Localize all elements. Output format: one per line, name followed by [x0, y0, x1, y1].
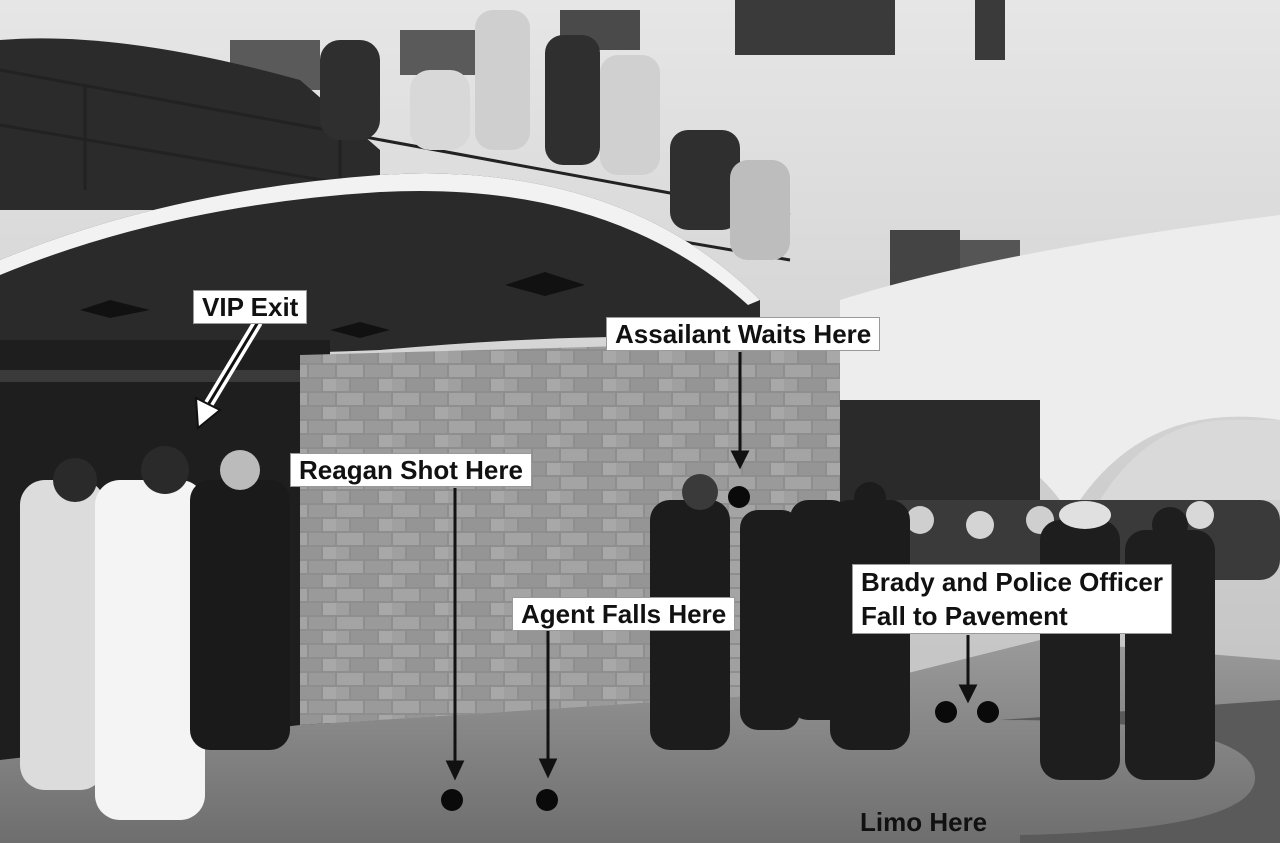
- brady-position-dot: [935, 701, 957, 723]
- agent-arrow: [538, 628, 558, 779]
- agent-position-dot: [536, 789, 558, 811]
- assailant-label: Assailant Waits Here: [606, 317, 881, 351]
- hedge: [0, 38, 380, 211]
- assailant-position-dot: [728, 486, 750, 508]
- right-canopy: [840, 215, 1280, 500]
- foreground-people-left: [20, 446, 290, 820]
- pavement: [0, 640, 1280, 843]
- limo-label: Limo Here: [860, 807, 988, 837]
- brady-label: Brady and Police Officer Fall to Pavemen…: [852, 564, 1172, 634]
- reagan-label: Reagan Shot Here: [290, 453, 532, 487]
- vip-exit-label: VIP Exit: [193, 290, 308, 324]
- brady-arrow: [958, 635, 978, 704]
- terrace-spectators: [320, 10, 790, 260]
- main-canopy: [0, 173, 760, 354]
- police-officers-right: [1040, 501, 1215, 780]
- officer-position-dot: [977, 701, 999, 723]
- agent-label: Agent Falls Here: [512, 597, 736, 631]
- brady-label-line2: Fall to Pavement: [861, 601, 1068, 631]
- brady-label-line1: Brady and Police Officer: [861, 567, 1163, 597]
- reagan-arrow: [445, 488, 465, 781]
- assailant-arrow: [730, 352, 750, 470]
- reagan-position-dot: [441, 789, 463, 811]
- vip-exit-arrow: [194, 319, 263, 431]
